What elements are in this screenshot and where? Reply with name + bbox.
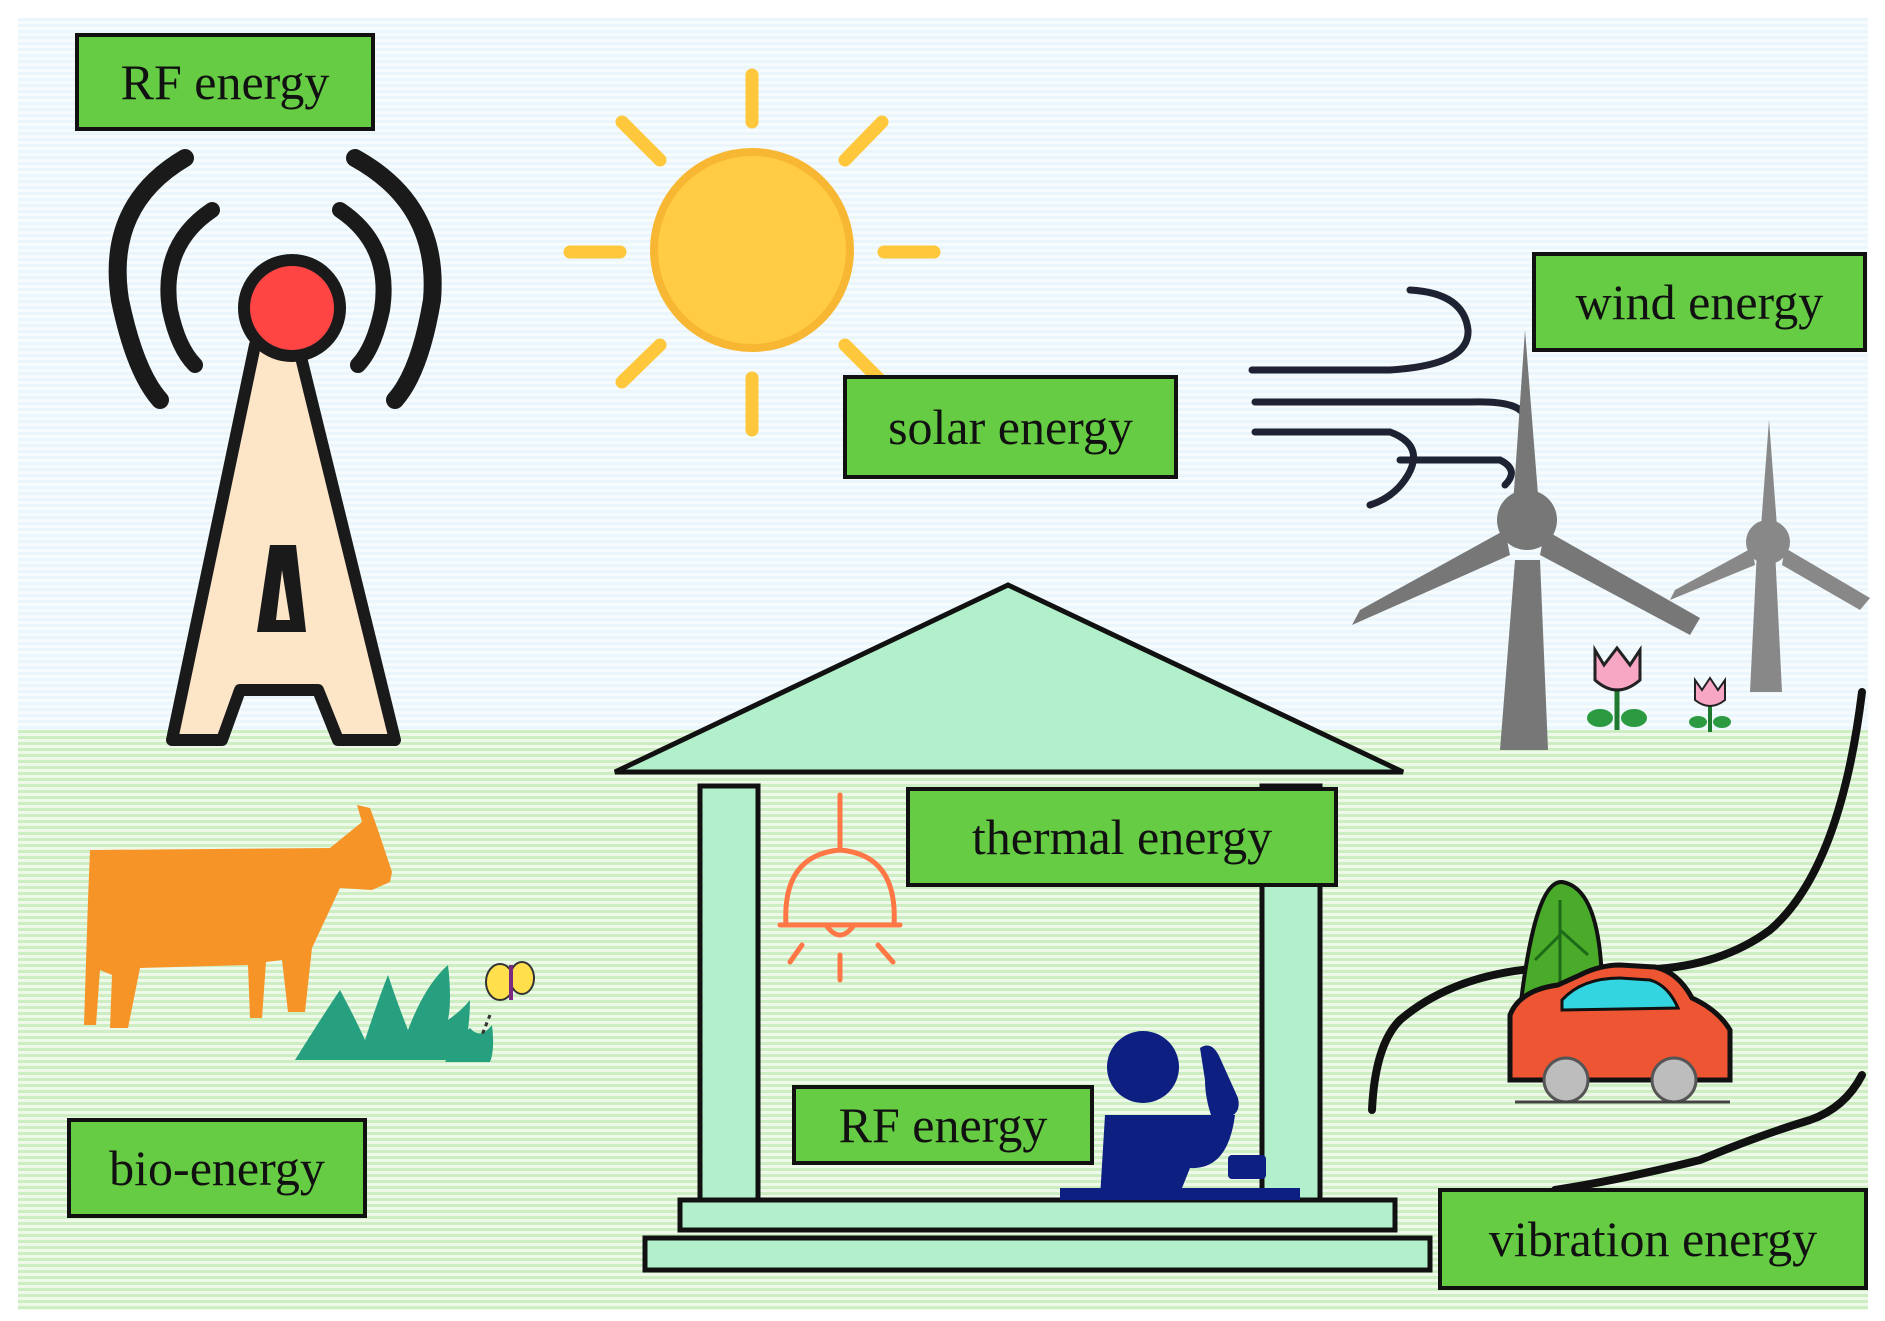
label-bio-energy: bio-energy xyxy=(67,1118,367,1218)
label-rf-energy-house: RF energy xyxy=(792,1085,1094,1165)
label-vibration-energy: vibration energy xyxy=(1438,1188,1868,1290)
wind-turbine-icon xyxy=(1352,330,1700,750)
ceiling-lamp-icon xyxy=(777,792,903,983)
label-wind-energy: wind energy xyxy=(1532,252,1867,352)
house-icon xyxy=(613,582,1433,1273)
cow-icon xyxy=(84,805,392,1028)
wind-turbine-icon xyxy=(1670,420,1870,692)
flower-icon xyxy=(1689,676,1731,732)
antenna-icon xyxy=(108,149,442,746)
label-thermal-energy: thermal energy xyxy=(906,787,1338,887)
grass-icon xyxy=(295,965,494,1062)
sun-icon xyxy=(563,68,941,437)
car-icon xyxy=(1507,880,1733,1104)
person-phone-icon xyxy=(1060,1031,1300,1200)
butterfly-icon xyxy=(480,961,535,1036)
label-rf-energy-top: RF energy xyxy=(75,33,375,131)
label-solar-energy: solar energy xyxy=(843,375,1178,479)
flower-icon xyxy=(1587,644,1647,730)
wind-icon xyxy=(1248,286,1529,509)
vibration-curve xyxy=(1368,688,1866,1194)
